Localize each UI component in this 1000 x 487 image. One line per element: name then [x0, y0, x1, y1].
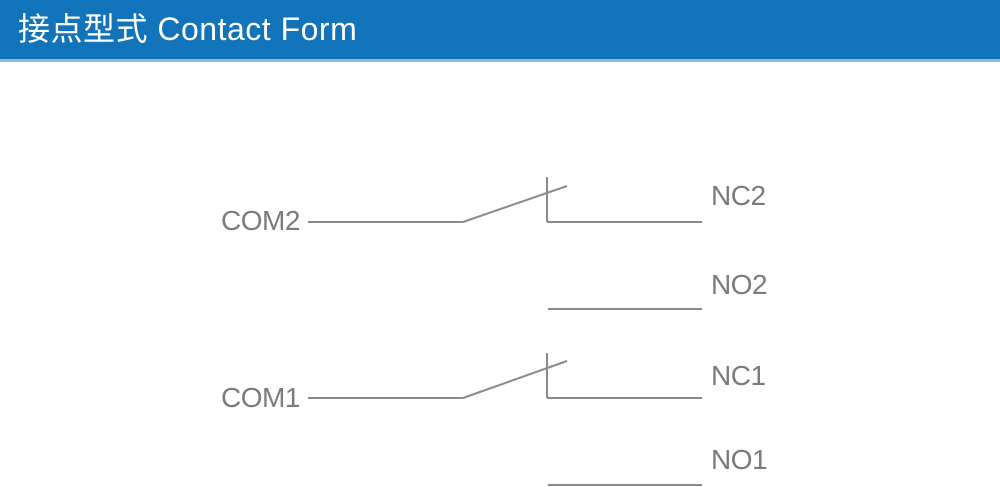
terminal-label-no2: NO2: [711, 269, 768, 300]
section-header: 接点型式 Contact Form: [0, 0, 1000, 62]
com2-blade-line: [462, 185, 568, 223]
pole2-lines: [308, 177, 702, 310]
com1-blade-line: [462, 360, 568, 399]
terminal-label-com1: COM1: [221, 382, 300, 413]
terminal-label-nc1: NC1: [711, 360, 766, 391]
pole1-lines: [308, 353, 702, 486]
section-title: 接点型式 Contact Form: [18, 11, 358, 47]
terminal-label-com2: COM2: [221, 205, 300, 236]
terminal-label-nc2: NC2: [711, 180, 766, 211]
terminal-label-no1: NO1: [711, 444, 768, 475]
